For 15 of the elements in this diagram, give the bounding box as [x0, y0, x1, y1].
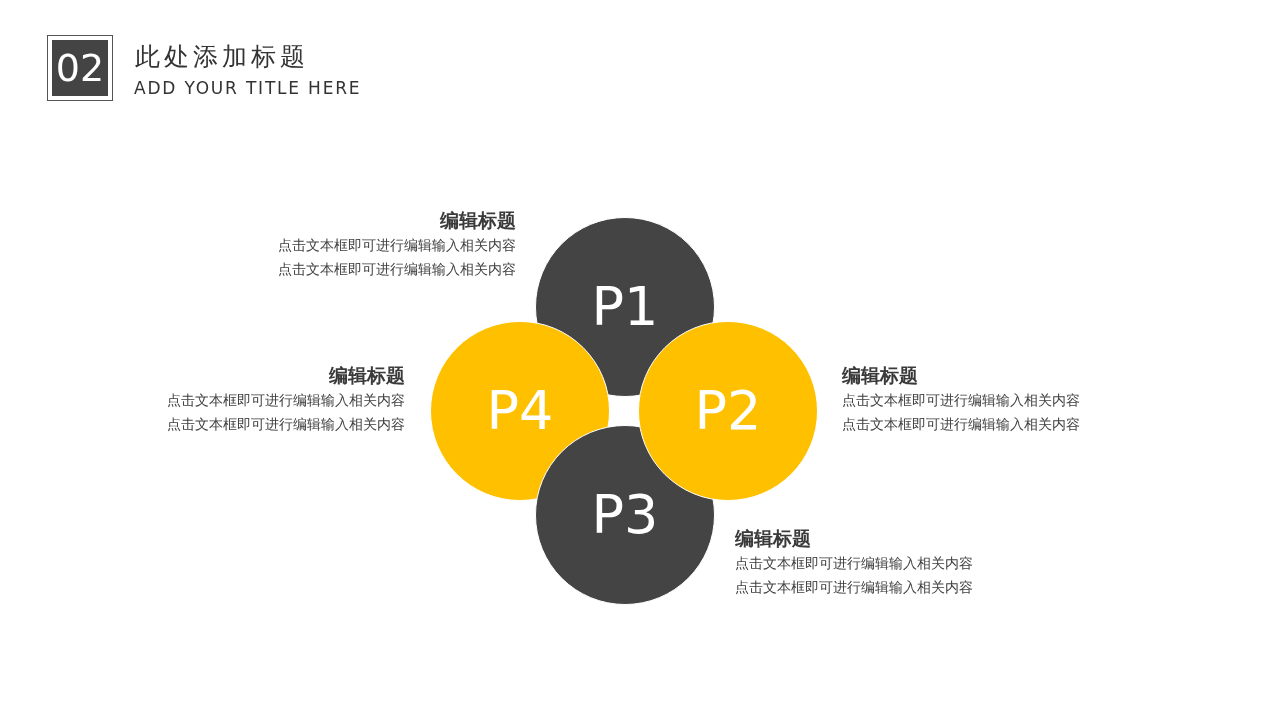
description: 点击文本框即可进行编辑输入相关内容点击文本框即可进行编辑输入相关内容 [842, 391, 1081, 434]
circle-label: P1 [591, 280, 659, 334]
heading: 编辑标题 [735, 526, 812, 551]
heading: 编辑标题 [328, 363, 405, 388]
description: 点击文本框即可进行编辑输入相关内容点击文本框即可进行编辑输入相关内容 [166, 391, 405, 434]
title: 此处添加标题 [135, 41, 309, 73]
circle-label: P4 [486, 384, 554, 438]
subtitle: ADD YOUR TITLE HERE [134, 77, 362, 99]
circle-label: P2 [694, 384, 762, 438]
number-badge: 02 [47, 35, 113, 101]
heading: 编辑标题 [439, 208, 516, 233]
heading: 编辑标题 [842, 363, 919, 388]
circle-label: P3 [591, 488, 659, 542]
description: 点击文本框即可进行编辑输入相关内容点击文本框即可进行编辑输入相关内容 [735, 554, 974, 597]
description: 点击文本框即可进行编辑输入相关内容点击文本框即可进行编辑输入相关内容 [277, 236, 516, 279]
